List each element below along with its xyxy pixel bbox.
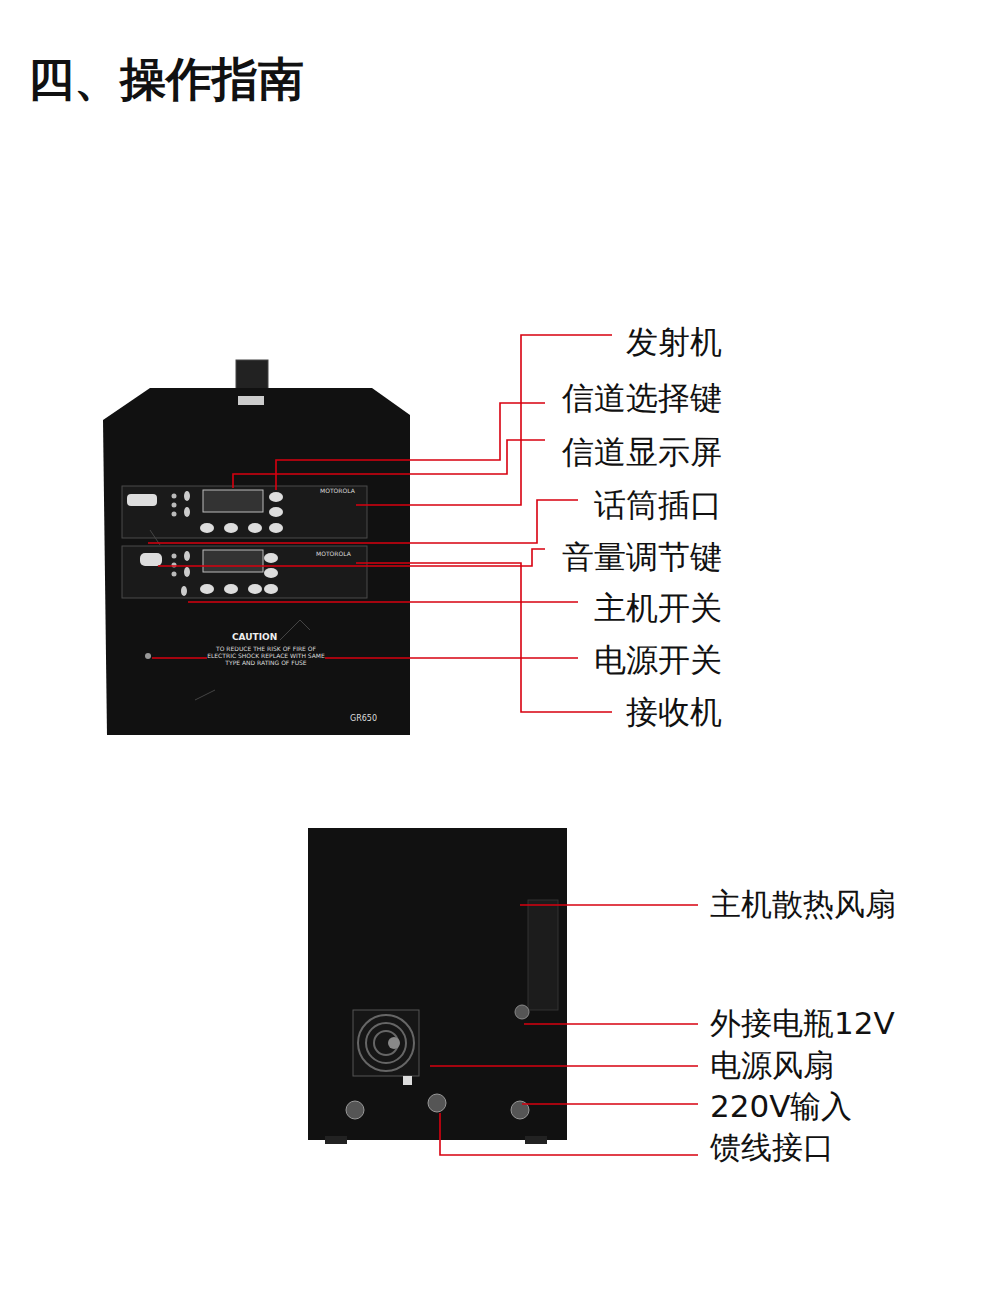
receiver-panel (122, 546, 367, 598)
brand-mark: MOTOROLA (320, 487, 355, 494)
callout-label: 音量调节键 (562, 538, 722, 576)
caution-text: TO REDUCE THE RISK OF FIRE OF ELECTRIC S… (207, 644, 325, 668)
handle-plate (238, 396, 264, 405)
callout-label: 话筒插口 (594, 486, 722, 524)
caution-heading: CAUTION (232, 632, 277, 643)
leader-line (233, 440, 545, 488)
transmitter-panel (122, 486, 367, 538)
feeder-socket (428, 1094, 446, 1112)
leader-line (356, 563, 612, 712)
callout-label: 接收机 (626, 693, 722, 731)
socket (346, 1101, 364, 1119)
back-view (308, 828, 567, 1144)
mic-socket (127, 494, 157, 506)
battery-terminal (515, 1005, 529, 1019)
front-housing (103, 388, 410, 735)
handle (236, 360, 268, 390)
front-view (103, 360, 410, 735)
callout-label: 信道选择键 (562, 379, 722, 417)
brand-mark: MOTOROLA (316, 550, 351, 557)
callout-label: 电源风扇 (710, 1047, 834, 1084)
leader-line (524, 1023, 698, 1025)
callout-label: 外接电瓶12V (710, 1005, 895, 1042)
main-switch (181, 586, 187, 596)
callout-label: 220V输入 (710, 1088, 852, 1125)
leader-line (430, 1065, 698, 1067)
leader-line (276, 403, 545, 490)
model-name: GR650 (350, 714, 377, 724)
callout-label: 发射机 (626, 323, 722, 361)
cooling-fan (528, 900, 558, 1010)
callout-label: 馈线接口 (710, 1129, 834, 1166)
leader-line (148, 500, 578, 543)
callout-label: 主机散热风扇 (710, 886, 896, 923)
back-housing (308, 828, 567, 1140)
leader-line (356, 335, 612, 505)
callout-label: 电源开关 (594, 641, 722, 679)
leader-line (520, 904, 698, 906)
leader-line (522, 1103, 698, 1105)
channel-display (203, 490, 263, 512)
power-fan (353, 1010, 419, 1076)
callout-label: 信道显示屏 (562, 433, 722, 471)
page-title: 四、操作指南 (28, 52, 304, 107)
leader-line (188, 601, 578, 603)
leader-line (440, 1113, 698, 1155)
power-switch (145, 653, 151, 659)
callout-label: 主机开关 (594, 589, 722, 627)
